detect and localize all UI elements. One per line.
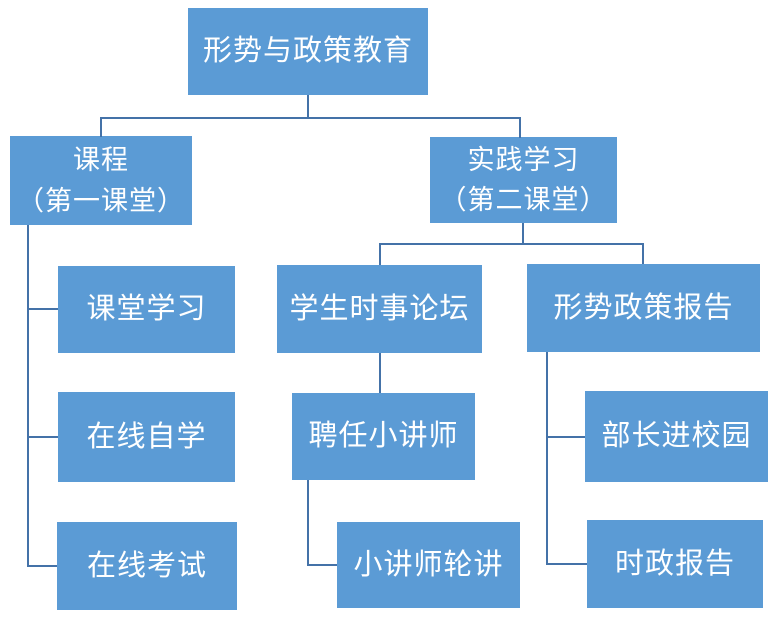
- connector-to-classroom-study: [27, 308, 58, 310]
- connector-to-policy-report: [642, 243, 644, 264]
- connector-to-online-exam: [27, 565, 57, 567]
- connector-lecturer-trunk: [307, 480, 309, 566]
- connector-to-politics-report: [546, 563, 587, 565]
- node-label-line1: 课程: [73, 145, 129, 175]
- connector-forum-to-lecturer: [379, 353, 381, 393]
- connector-practice-drop: [522, 223, 524, 244]
- connector-root-crossbar: [100, 117, 521, 119]
- connector-course-trunk: [27, 225, 29, 567]
- node-root-situation-policy-education: 形势与政策教育: [188, 8, 428, 95]
- node-label-line2: （第二课堂）: [439, 185, 608, 215]
- node-label: 在线自学: [86, 420, 207, 453]
- node-hire-little-lecturer: 聘任小讲师: [292, 393, 475, 480]
- connector-root-drop: [307, 95, 309, 118]
- node-situation-policy-report: 形势政策报告: [527, 264, 760, 352]
- node-classroom-study: 课堂学习: [58, 266, 235, 353]
- node-label: 形势与政策教育: [202, 35, 413, 68]
- node-label: 聘任小讲师: [308, 420, 459, 453]
- connector-to-online-selfstudy: [27, 436, 58, 438]
- node-current-politics-report: 时政报告: [587, 520, 763, 608]
- node-label: 学生时事论坛: [289, 292, 470, 325]
- connector-to-practice: [519, 117, 521, 138]
- node-student-current-affairs-forum: 学生时事论坛: [277, 265, 482, 353]
- connector-to-course: [100, 117, 102, 137]
- node-minister-enters-campus: 部长进校园: [585, 391, 768, 482]
- node-label: 小讲师轮讲: [353, 548, 504, 581]
- connector-to-student-forum: [379, 243, 381, 265]
- node-practice-second-classroom: 实践学习 （第二课堂）: [430, 137, 617, 223]
- node-label: 部长进校园: [601, 420, 752, 453]
- connector-report-trunk: [546, 352, 548, 565]
- node-course-first-classroom: 课程 （第一课堂）: [10, 136, 192, 225]
- node-label: 课堂学习: [86, 293, 207, 326]
- node-lecturer-rotation: 小讲师轮讲: [337, 522, 520, 608]
- node-label: 形势政策报告: [553, 291, 734, 324]
- node-online-selfstudy: 在线自学: [58, 392, 235, 482]
- node-label: 在线考试: [86, 549, 207, 582]
- node-online-exam: 在线考试: [57, 522, 237, 610]
- connector-to-lecturer-rotation: [307, 564, 337, 566]
- node-label-line1: 实践学习: [467, 144, 580, 175]
- node-label: 时政报告: [614, 547, 735, 580]
- node-label-line2: （第一课堂）: [17, 185, 185, 216]
- connector-to-minister-campus: [546, 436, 585, 438]
- connector-practice-crossbar: [379, 243, 644, 245]
